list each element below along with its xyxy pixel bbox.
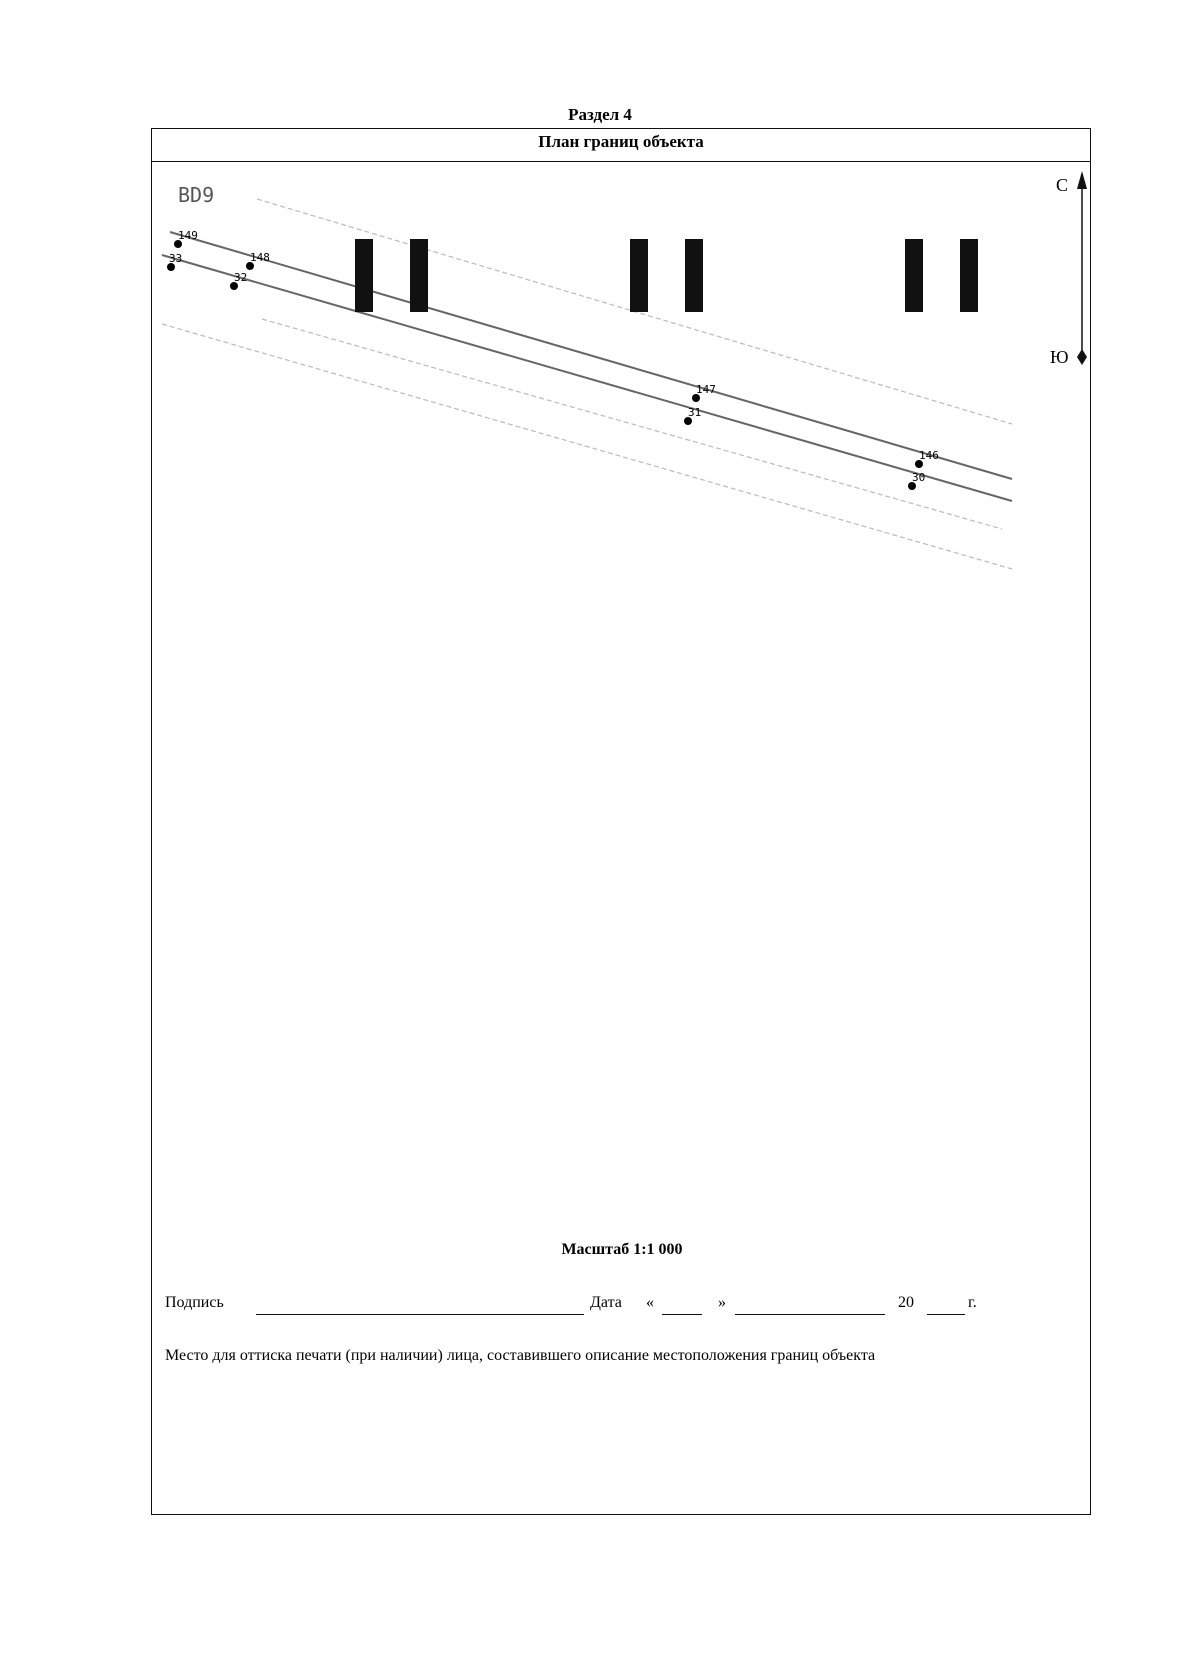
year-line: [927, 1314, 965, 1315]
point-label: 31: [688, 406, 701, 419]
signature-row: Подпись Дата « » 20 г.: [165, 1294, 1085, 1318]
month-line: [735, 1314, 885, 1315]
point-label: 32: [234, 271, 247, 284]
block: [905, 239, 923, 312]
year-suffix: г.: [968, 1294, 977, 1311]
block: [630, 239, 648, 312]
plan-frame: План границ объекта BD9 149: [151, 128, 1091, 1515]
section-title: Раздел 4: [568, 105, 632, 124]
building-blocks: [355, 239, 978, 312]
point-label: 33: [169, 252, 182, 265]
plan-header: План границ объекта: [152, 129, 1090, 162]
faint-line-mid: [261, 318, 1003, 530]
block: [960, 239, 978, 312]
faint-line-bottom: [161, 323, 1013, 570]
block: [685, 239, 703, 312]
south-arrow-head: [1077, 349, 1087, 365]
background-lines: [161, 198, 1013, 570]
north-arrow: С Ю: [1050, 171, 1087, 367]
point-label: 30: [912, 471, 925, 484]
signature-line: [256, 1314, 584, 1315]
day-line: [662, 1314, 702, 1315]
boundary-line-north: [169, 231, 1013, 480]
point-marker: [167, 263, 175, 271]
block: [355, 239, 373, 312]
signature-label: Подпись: [165, 1294, 224, 1311]
year-prefix: 20: [898, 1294, 914, 1311]
point-label: 147: [696, 383, 716, 396]
boundary-line-south: [161, 254, 1013, 502]
point-label: 149: [178, 229, 198, 242]
point-marker: [915, 460, 923, 468]
point-marker: [692, 394, 700, 402]
stamp-text: Место для оттиска печати (при наличии) л…: [165, 1347, 876, 1364]
compass-south-label: Ю: [1050, 347, 1069, 367]
boundary-points: 149 148 147 146 33 32 31 30: [167, 229, 939, 490]
zone-label: BD9: [178, 183, 214, 207]
quote-close: »: [718, 1294, 726, 1311]
scale-label: Масштаб 1:1 000: [561, 1241, 683, 1258]
quote-open: «: [646, 1294, 654, 1311]
boundary-lines: [161, 231, 1013, 502]
point-marker: [246, 262, 254, 270]
point-marker: [684, 417, 692, 425]
point-label: 148: [250, 251, 270, 264]
point-marker: [230, 282, 238, 290]
boundary-plan: BD9 149 148 147 146 33 32 31 30 С: [161, 171, 1087, 570]
north-arrow-head: [1077, 171, 1087, 189]
date-label: Дата: [590, 1294, 622, 1311]
point-label: 146: [919, 449, 939, 462]
point-marker: [908, 482, 916, 490]
block: [410, 239, 428, 312]
point-marker: [174, 240, 182, 248]
compass-north-label: С: [1056, 175, 1068, 195]
